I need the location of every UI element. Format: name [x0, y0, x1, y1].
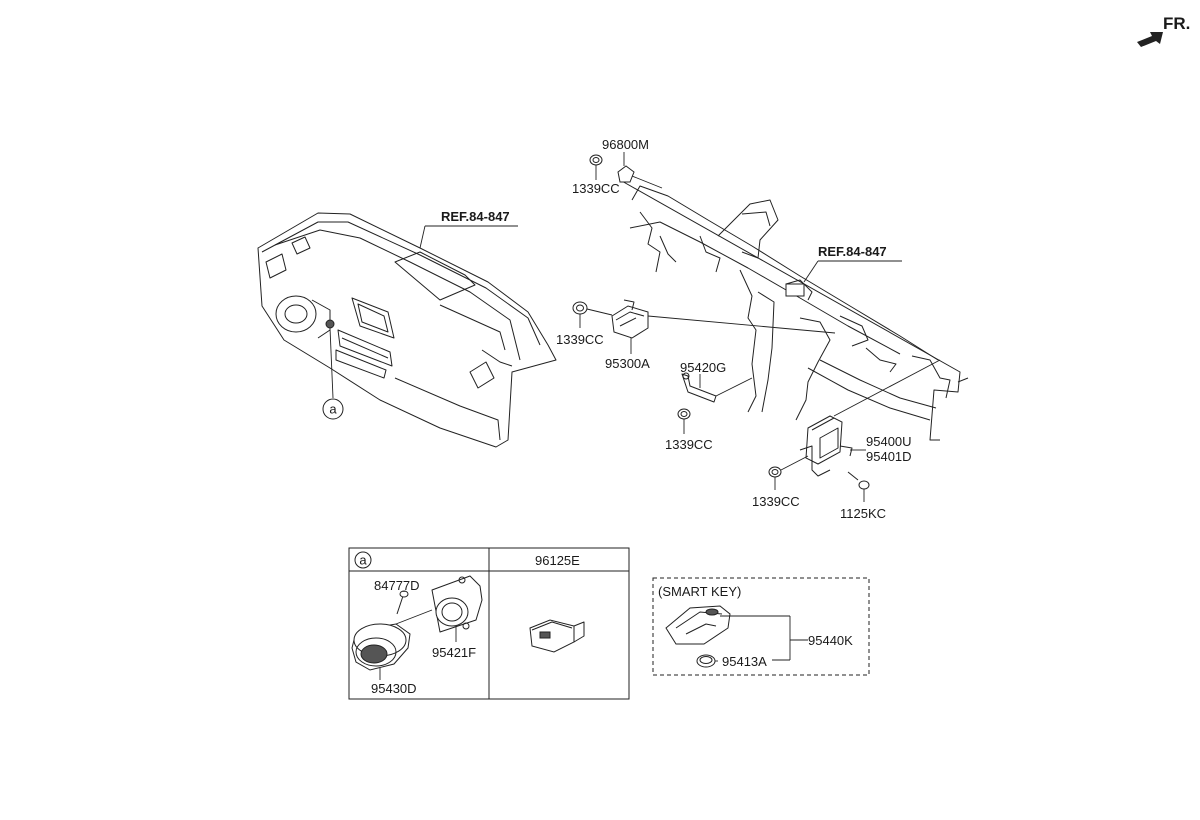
part-95421F-bracket: 95421F [431, 575, 483, 660]
cowl-crossbar-assembly: REF.84-847 [619, 179, 969, 441]
dashboard-assembly: a REF.84-847 [257, 209, 557, 448]
part-95440K-label: 95440K [808, 633, 853, 648]
table-col-96125E-header: 96125E [535, 553, 580, 568]
part-96125E-usb-charger [529, 619, 585, 653]
part-95420G-bracket: 95420G [680, 360, 753, 403]
part-95413A-battery: 95413A [696, 654, 790, 669]
part-96800M-sensor: 96800M [602, 137, 663, 189]
part-1339CC-top-label: 1339CC [572, 181, 620, 196]
part-95400U-module: 95400U 95401D [799, 359, 941, 477]
part-95401D-label: 95401D [866, 449, 912, 464]
part-95413A-label: 95413A [722, 654, 767, 669]
part-95440K-smart-key-fob: 95440K [665, 605, 853, 660]
part-95300A-label: 95300A [605, 356, 650, 371]
smart-key-box: (SMART KEY) 95440K 95413A [652, 577, 870, 676]
part-95430D-start-button: 95430D [351, 609, 433, 696]
part-1339CC-left-label: 1339CC [556, 332, 604, 347]
part-1125KC-bolt: 1125KC [840, 471, 886, 521]
part-95300A-module: 95300A [605, 299, 836, 371]
part-1339CC-nut-bottom: 1339CC [752, 455, 809, 509]
front-direction-label: FR. [1163, 14, 1190, 33]
smart-key-title: (SMART KEY) [658, 584, 741, 599]
part-1339CC-mid-label: 1339CC [665, 437, 713, 452]
table-callout-a-label: a [359, 553, 367, 568]
dashboard-ref-label: REF.84-847 [441, 209, 510, 224]
callout-a-marker [322, 398, 344, 420]
front-arrow-icon [1137, 32, 1163, 47]
part-96800M-label: 96800M [602, 137, 649, 152]
part-1339CC-bottom-label: 1339CC [752, 494, 800, 509]
part-1339CC-nut-mid: 1339CC [665, 408, 713, 452]
front-direction-indicator: FR. [1137, 14, 1190, 47]
part-1339CC-nut-top: 1339CC [572, 154, 620, 196]
cowl-bar-ref-label: REF.84-847 [818, 244, 887, 259]
part-95400U-label: 95400U [866, 434, 912, 449]
part-84777D-label: 84777D [374, 578, 420, 593]
part-95430D-label: 95430D [371, 681, 417, 696]
callout-a-label: a [329, 402, 337, 417]
part-84777D-screw: 84777D [374, 578, 420, 615]
part-95420G-label: 95420G [680, 360, 726, 375]
part-95421F-label: 95421F [432, 645, 476, 660]
table-callout-a-marker [354, 551, 372, 569]
part-1125KC-label: 1125KC [840, 506, 886, 521]
engine-start-button-location [325, 319, 335, 329]
part-1339CC-nut-left: 1339CC [556, 301, 613, 347]
detail-table: a 96125E 84777D 95421F 95430D [348, 547, 630, 700]
